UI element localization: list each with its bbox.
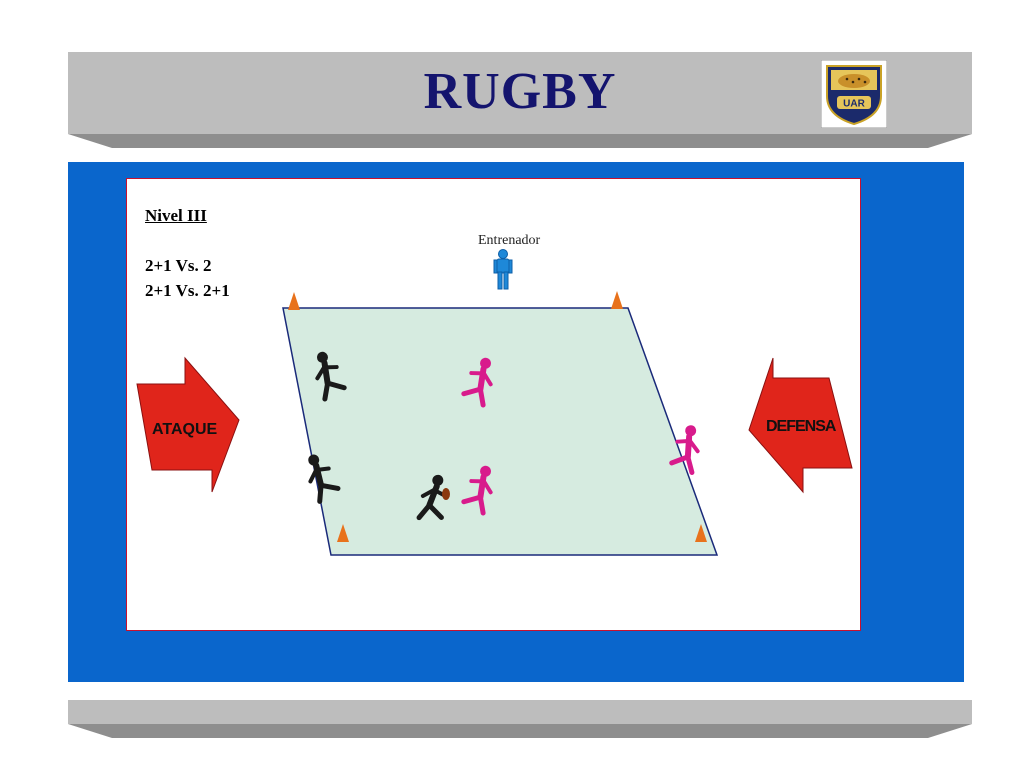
defense-arrow	[748, 357, 853, 494]
cone-top-left	[288, 292, 300, 310]
rugby-ball	[442, 488, 450, 500]
attack-label: ATAQUE	[152, 421, 218, 438]
pitch	[282, 307, 719, 556]
drill-variant-2: 2+1 Vs. 2+1	[145, 281, 230, 300]
coach-icon	[493, 249, 513, 290]
drill-level: Nivel III	[145, 206, 207, 225]
attack-arrow	[136, 356, 240, 493]
cone-top-right	[611, 291, 623, 309]
footer-bar-bevel	[68, 724, 972, 738]
defense-label: DEFENSA	[766, 418, 836, 435]
coach-label: Entrenador	[478, 233, 541, 248]
footer-bar	[68, 700, 972, 724]
cone-bottom-left	[337, 524, 349, 542]
cone-bottom-right	[695, 524, 707, 542]
header-bar-bevel	[68, 134, 972, 148]
drill-variant-1: 2+1 Vs. 2	[145, 256, 212, 275]
uar-logo: UAR	[821, 60, 887, 128]
page-title: RUGBY	[423, 63, 617, 120]
logo-text: UAR	[843, 99, 865, 110]
